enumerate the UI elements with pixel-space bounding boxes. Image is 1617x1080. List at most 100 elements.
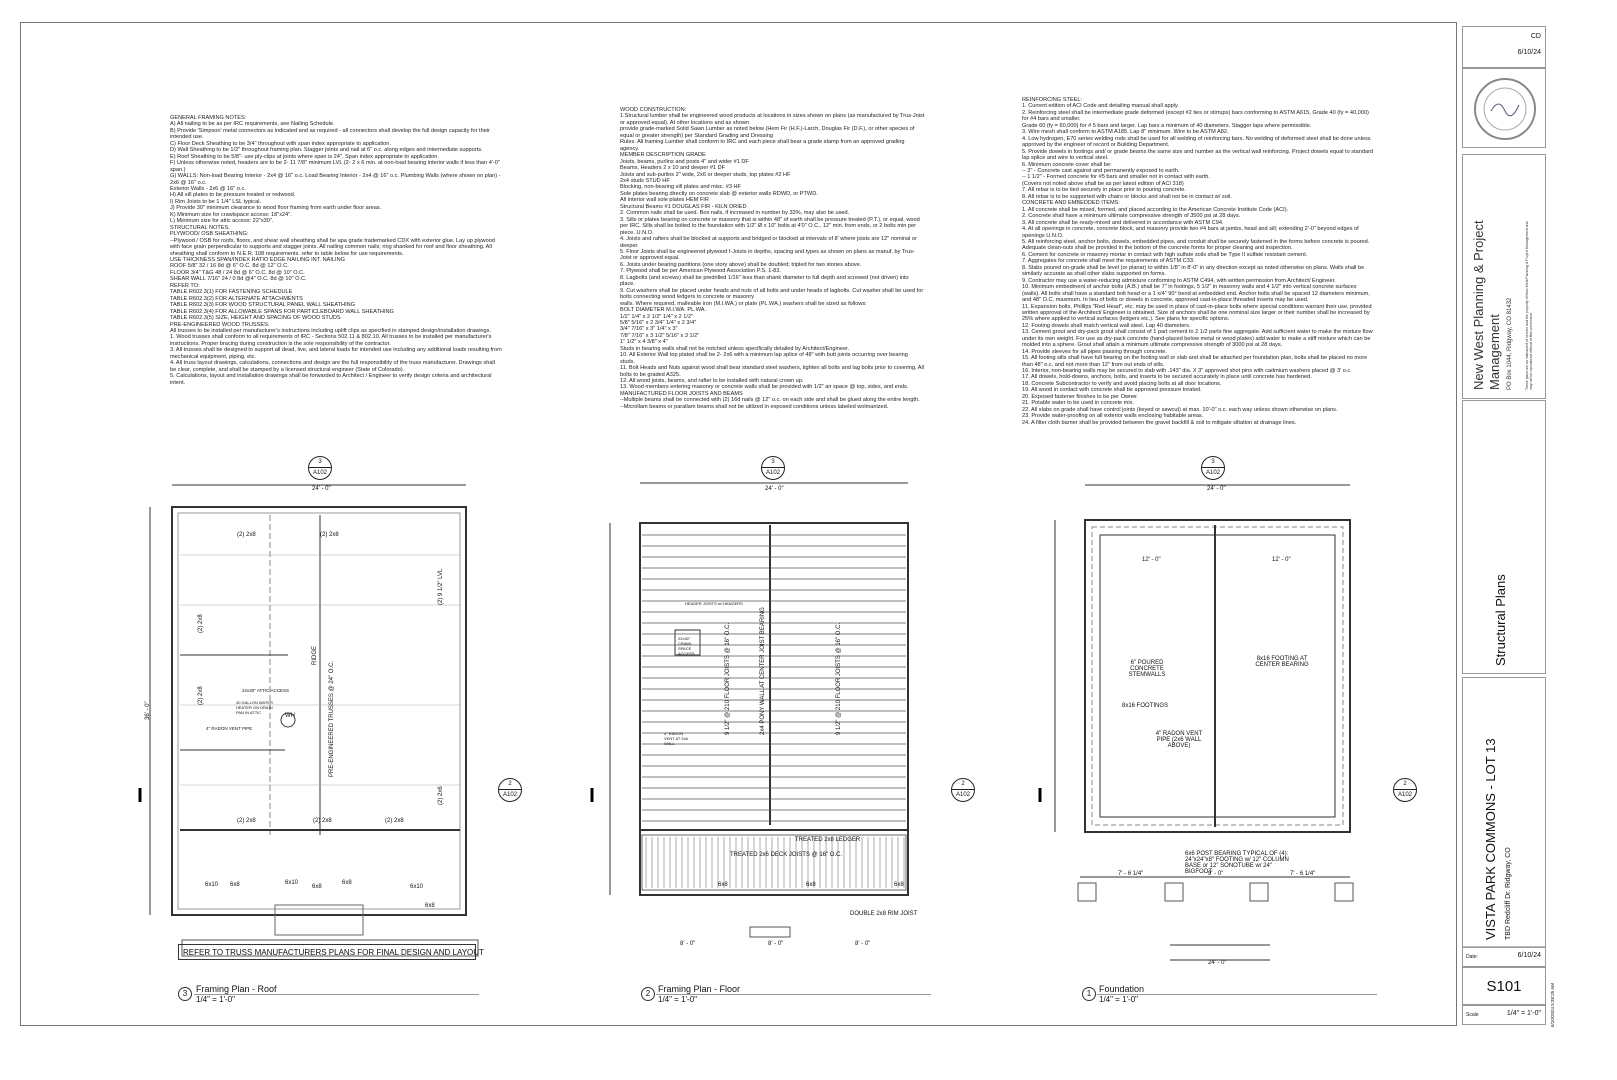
plan-label: 6x8: [894, 882, 904, 888]
firm-box: New West Planning & Project Management P…: [1462, 154, 1546, 399]
note-line: 16. Interior, non-bearing walls may be s…: [1022, 368, 1352, 375]
plan-label: 6x6 POST BEARING TYPICAL OF (4): 24"x24"…: [1185, 851, 1289, 875]
note-line: (walls). All bolts shall have a standard…: [1022, 290, 1370, 297]
note-line: 4. Joists and rafters shall be blocked a…: [620, 236, 917, 243]
note-line: deeper.: [620, 242, 639, 249]
plan-label: 6x8: [425, 903, 435, 909]
note-line: or approved equal). At other locations a…: [620, 119, 750, 126]
firm-address: PO Box 1044, Ridgway, CO 81432: [1507, 297, 1513, 390]
note-line: written approval of the Architect/ Engin…: [1022, 309, 1370, 316]
dimension-label: 7' - 6 1/4": [1290, 871, 1316, 877]
note-line: MANUFACTURED FLOOR JOISTS AND BEAMS: [620, 390, 743, 397]
section-number: 2: [499, 779, 521, 790]
note-line: provide grade-marked Solid Sawn Lumber a…: [620, 126, 915, 133]
note-line: Joists, beams, purlins and posts 4" and …: [620, 158, 749, 165]
plan-label: 6x8: [312, 884, 322, 890]
section-number: 3: [762, 457, 784, 468]
note-line: studs.: [620, 358, 635, 365]
note-line: SHEAR WALL 7/16" 24 / 0 8d @4" O.C. 8d @…: [170, 276, 307, 283]
note-line: span.): [170, 166, 186, 173]
wood-construction-notes: WOOD CONSTRUCTION:1.Structural lumber sh…: [620, 107, 924, 410]
note-line: USE THICKNESS SPAN/INDEX RATIO EDGE NAIL…: [170, 256, 345, 263]
dimension-label: 24' - 0": [765, 486, 784, 492]
roof-framing-plan: [138, 484, 479, 957]
firm-name: New West Planning & Project Management: [1471, 220, 1502, 390]
floor-framing-plan: [590, 482, 909, 938]
note-line: 3/4" 7/16" x 3" 1/4" x 3": [620, 326, 678, 333]
dimension-label: 12' - 0": [1272, 557, 1291, 563]
plan-label: 4" RADON VENT PIPE (2x6 WALL ABOVE): [1155, 731, 1203, 749]
note-line: 9. Cut washers shall be placed under hea…: [620, 287, 924, 294]
project-name: VISTA PARK COMMONS - LOT 13: [1483, 738, 1498, 940]
note-line: All interior wall sole plates HEM FIR: [620, 197, 709, 204]
note-line: BOLT DIAMETER M.I.WA. PL.WA.: [620, 307, 707, 314]
note-line: 1. Current edition of ACI Code and detai…: [1022, 103, 1179, 110]
plan-label: 6x8: [230, 882, 240, 888]
note-line: TABLE R602.3(5) SIZE, HEIGHT AND SPACING…: [170, 315, 341, 322]
note-line: 6. Minimum concrete cover shall be:: [1022, 161, 1112, 168]
date-label: Date:: [1466, 954, 1478, 960]
note-line: intended use.: [170, 134, 204, 141]
note-line: 2x4 studs STUD HF: [620, 177, 670, 184]
section-sheet-ref: A102: [765, 470, 780, 476]
dimension-label: 8' - 0": [680, 941, 696, 947]
reinforcing-concrete-notes: REINFORCING STEEL:1. Current edition of …: [1022, 97, 1373, 426]
view-scale: 1/4" = 1'-0": [658, 995, 698, 1004]
note-line: 4. Low hydrogen, E70 series welding rods…: [1022, 135, 1371, 142]
note-line: 10. Minimum embedment of anchor bolts (A…: [1022, 284, 1357, 291]
note-line: agency.: [620, 145, 640, 152]
dimension-label: 36' - 0": [145, 701, 151, 720]
note-line: (Covers not noted above shall be as per …: [1022, 180, 1184, 187]
note-line: FLOOR 3/4" T&G 48 / 24 8d @ 6" O.C. 8d @…: [170, 269, 305, 276]
note-line: Rules. All framing Lumber shall conform …: [620, 139, 905, 146]
note-line: than 48" o.c. and not more than 12" from…: [1022, 361, 1165, 368]
plan-label: (2) 2x8: [237, 532, 256, 538]
note-line: Joist or approved equal.: [620, 255, 680, 262]
note-line: CONCRETE AND EMBEDDED ITEMS:: [1022, 200, 1120, 207]
note-line: 1. Wood trusses shall conform to all req…: [170, 334, 492, 341]
note-line: WOOD CONSTRUCTION:: [620, 107, 687, 113]
note-line: intent.: [170, 379, 186, 386]
sheet-title-box: Structural Plans: [1462, 400, 1546, 674]
note-line: G) WALLS: Non-load Bearing Interior - 2x…: [170, 173, 501, 180]
title-block: CD 6/10/24 New West Planning & Project M…: [1462, 22, 1562, 1032]
note-line: Grade 60 (fy = 60,000) for # 5 bars and …: [1022, 122, 1312, 129]
sheet-title: Structural Plans: [1493, 574, 1508, 666]
plan-label: (2) 2x8: [320, 532, 339, 538]
project-box: VISTA PARK COMMONS - LOT 13 TBD Redcliff…: [1462, 677, 1546, 947]
plan-label: WH: [285, 713, 295, 719]
plan-label: (2) 2x8: [313, 818, 332, 824]
note-line: 1" 1/2" x 4 3/8" x 4": [620, 339, 668, 346]
plan-label: TREATED 2x8 LEDGER: [795, 837, 861, 843]
note-line: openings U.N.O.: [1022, 232, 1064, 239]
note-line: 2. Common nails shall be used. Box nails…: [620, 210, 850, 217]
note-line: E) Roof Sheathing to be 5/8"- use ply-cl…: [170, 153, 439, 160]
general-framing-notes: GENERAL FRAMING NOTES:A) All nailing to …: [170, 115, 502, 386]
note-line: 23. Provide water-proofing on all exteri…: [1022, 413, 1204, 420]
note-line: K) Minimum size for crawlspace access: 1…: [170, 211, 292, 218]
note-line: 5. Calculations, layout and installation…: [170, 373, 492, 380]
plan-label: 8x16 FOOTING AT CENTER BEARING: [1255, 656, 1309, 668]
plan-label: TREATED 2x6 DECK JOISTS @ 16" O.C.: [730, 852, 843, 858]
note-line: A) All nailing to be as per IRC requirem…: [170, 121, 335, 128]
note-line: mechanical equipment, piping, etc.: [170, 353, 257, 360]
plan-label: PRE-ENGINEERED TRUSSES @ 24" O.C.: [329, 660, 335, 777]
note-line: --Plywood / OSB for roofs, floors, and s…: [170, 237, 495, 244]
note-line: 5/8" 5/16" x 2 3/4" 1/4" x 2 3/4": [620, 319, 697, 326]
note-line: molded into a sphere. Grout shall attain…: [1022, 342, 1283, 349]
section-sheet-ref: A102: [502, 792, 517, 798]
note-line: 3. All trusses shall be designed to supp…: [170, 347, 502, 354]
plan-label: 6" POURED CONCRETE STEMWALLS: [1128, 660, 1166, 678]
note-line: 1.Structural lumber shall be engineered …: [620, 113, 925, 120]
note-line: 21. Potable water to be used in concrete…: [1022, 400, 1134, 407]
note-line: 12. Footing dowels shall match vertical …: [1022, 322, 1191, 329]
date-value: 6/10/24: [1517, 952, 1541, 959]
note-line: bolts connecting wood ledgers to concret…: [620, 294, 755, 301]
note-line: instructions. Proper bracing during cons…: [170, 340, 391, 347]
